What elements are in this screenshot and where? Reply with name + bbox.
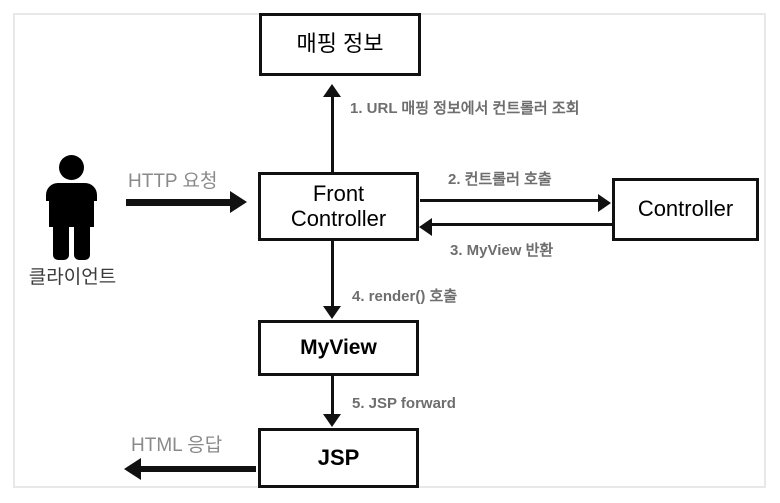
node-front-controller-label: Front Controller: [290, 180, 387, 231]
edge-label-step2: 2. 컨트롤러 호출: [448, 171, 552, 188]
node-myview: MyView: [258, 320, 419, 376]
arrow-step1-line: [331, 96, 334, 172]
arrow-step4-head: [323, 306, 341, 319]
edge-label-step5: 5. JSP forward: [352, 395, 456, 412]
node-mapping-info-label: 매핑 정보: [296, 31, 384, 57]
node-myview-label: MyView: [300, 336, 377, 360]
node-mapping-info: 매핑 정보: [259, 13, 421, 76]
person-arm-right: [87, 193, 97, 227]
arrow-html-response-line: [141, 466, 256, 472]
person-gap-left: [40, 201, 49, 231]
arrow-step4-line: [331, 241, 334, 308]
edge-label-html-response: HTML 응답: [131, 435, 223, 456]
person-arm-left: [46, 193, 56, 227]
person-icon: [40, 155, 103, 260]
edge-label-http-request: HTTP 요청: [128, 171, 218, 192]
person-gap-right: [94, 201, 103, 231]
node-jsp: JSP: [258, 428, 419, 488]
arrow-http-request-line: [126, 199, 234, 206]
arrow-step3-line: [432, 223, 612, 226]
arrow-step3-head: [419, 218, 432, 236]
node-controller: Controller: [612, 178, 759, 241]
arrow-step2-line: [420, 199, 601, 202]
arrow-http-request-head: [230, 191, 247, 213]
person-leg-left: [53, 215, 69, 260]
person-leg-right: [74, 215, 90, 260]
edge-label-step3: 3. MyView 반환: [450, 242, 554, 259]
person-head: [59, 155, 84, 180]
arrow-html-response-head: [124, 458, 141, 480]
arrow-step1-head: [323, 84, 341, 97]
diagram-frame: [13, 13, 766, 488]
node-jsp-label: JSP: [317, 444, 360, 470]
arrow-step2-head: [598, 194, 611, 212]
client-caption: 클라이언트: [28, 267, 117, 288]
arrow-step5-head: [323, 414, 341, 427]
node-front-controller: Front Controller: [258, 172, 419, 241]
edge-label-step1: 1. URL 매핑 정보에서 컨트롤러 조회: [350, 100, 580, 117]
arrow-step5-line: [331, 376, 334, 416]
edge-label-step4: 4. render() 호출: [352, 288, 458, 305]
node-controller-label: Controller: [637, 196, 734, 222]
